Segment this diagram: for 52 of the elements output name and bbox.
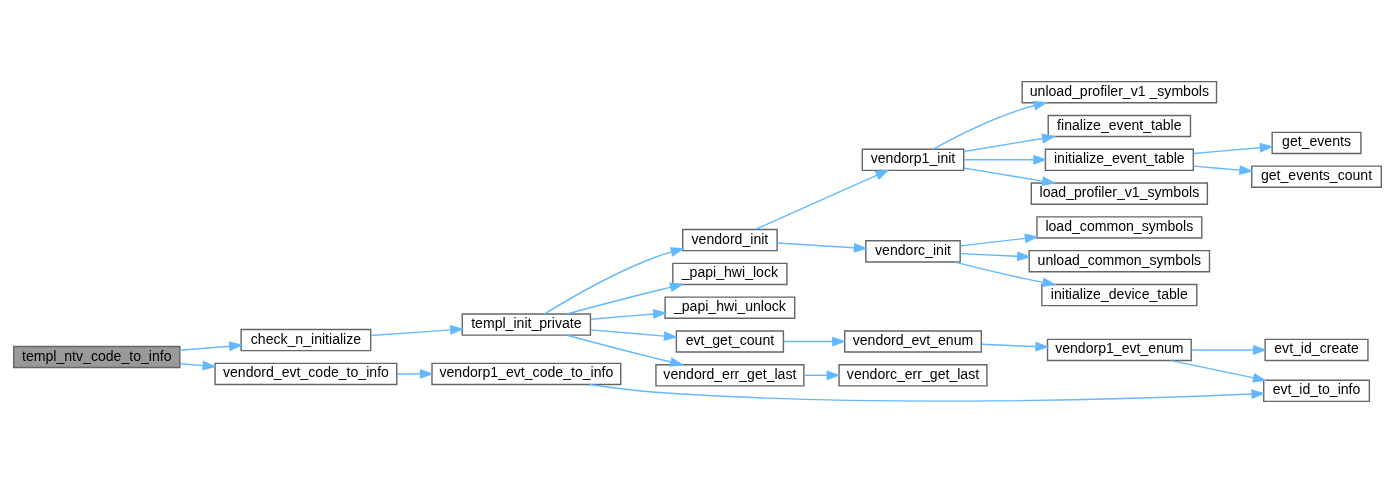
arrow <box>932 100 1048 150</box>
node-box: initialize_event_table <box>1044 148 1194 172</box>
arrow <box>959 233 1039 247</box>
arrow <box>590 309 668 320</box>
node-box: _papi_hwi_unlock <box>664 296 796 319</box>
arrow <box>754 169 890 231</box>
arrow <box>963 154 1048 165</box>
node-box: evt_get_count <box>675 330 785 353</box>
arrow <box>1193 142 1274 155</box>
arrow <box>588 383 1266 402</box>
arrow <box>953 261 1057 288</box>
arrow <box>566 282 685 315</box>
arrow <box>959 251 1032 262</box>
node-box: vendorc_init <box>865 240 961 263</box>
arrow <box>543 247 685 315</box>
arrow <box>179 360 217 371</box>
node-box: vendord_evt_enum <box>844 330 982 353</box>
arrow <box>179 341 244 352</box>
node-box: vendord_evt_code_to_info <box>214 362 398 386</box>
node-box: vendorc_err_get_last <box>838 364 988 387</box>
node-box: get_events <box>1271 131 1362 155</box>
arrow <box>776 242 868 253</box>
arrow <box>782 336 847 347</box>
arrow <box>963 133 1057 153</box>
node-box: get_events_count <box>1251 165 1383 188</box>
node-box: evt_id_create <box>1264 338 1369 362</box>
node-box: unload_common_symbols <box>1028 249 1211 273</box>
arrow <box>1193 165 1254 176</box>
arrow <box>1190 345 1267 355</box>
node-box: vendorp1_evt_enum <box>1046 338 1192 362</box>
node-box: initialize_device_table <box>1041 283 1198 307</box>
arrow <box>396 368 434 379</box>
arrow <box>370 325 465 337</box>
node-box: templ_init_private <box>461 313 592 336</box>
node-box: templ_ntv_code_to_info <box>12 345 181 369</box>
arrow <box>803 370 841 381</box>
node-box: load_common_symbols <box>1036 216 1203 239</box>
arrow <box>1170 359 1267 383</box>
node-box: _papi_hwi_lock <box>672 262 788 286</box>
node-box: vendorp1_init <box>861 148 965 172</box>
node-box: unload_profiler_v1 _symbols <box>1021 80 1218 104</box>
arrow <box>980 341 1050 352</box>
node-box: vendord_err_get_last <box>655 364 805 387</box>
arrow <box>963 167 1057 186</box>
arrow <box>590 329 678 341</box>
node-box: vendorp1_evt_code_to_info <box>431 362 622 386</box>
node-box: vendord_init <box>682 228 778 252</box>
node-box: check_n_initialize <box>240 328 372 352</box>
node-box: finalize_event_table <box>1047 114 1192 138</box>
arrow <box>566 334 685 367</box>
node-box: evt_id_to_info <box>1263 379 1371 403</box>
node-box: load_profiler_v1_symbols <box>1030 182 1209 205</box>
